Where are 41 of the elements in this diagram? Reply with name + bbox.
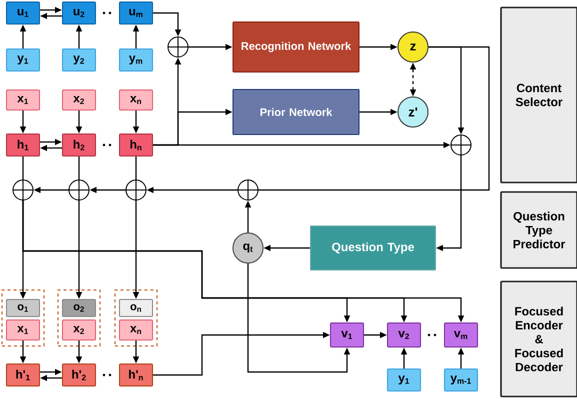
input-box: y$_{2}$ xyxy=(62,48,96,72)
network-box: Recognition Network xyxy=(232,22,360,72)
decoder-state-box: v$_{2}$ xyxy=(387,322,421,348)
hidden-state-box: u$_{m}$ xyxy=(119,2,153,24)
input-box: x$_{2}$ xyxy=(62,320,96,340)
sum-circle xyxy=(167,36,189,58)
hidden-state-box: h'$_{n}$ xyxy=(119,364,153,386)
input-box: y$_{1}$ xyxy=(6,48,40,72)
mask-box: o$_{1}$ xyxy=(6,299,40,317)
input-box: y$_{m}$ xyxy=(119,48,153,72)
dashed-group-box xyxy=(114,290,158,346)
question-type-box: Question Type xyxy=(310,226,436,270)
hidden-state-box: h'$_{2}$ xyxy=(62,364,96,386)
input-box: x$_{n}$ xyxy=(119,90,153,110)
dashed-group-box xyxy=(2,290,44,346)
input-box: y$_{m-1}$ xyxy=(444,368,478,392)
sum-circle xyxy=(125,179,147,201)
sum-circle xyxy=(450,134,472,156)
hidden-state-box: h'$_{1}$ xyxy=(6,364,40,386)
hidden-state-box: h$_{n}$ xyxy=(119,134,153,156)
input-box: x$_{1}$ xyxy=(6,320,40,340)
sum-circle xyxy=(12,179,34,201)
module-panel: Focused Encoder & Focused Decoder xyxy=(500,280,577,398)
module-panel: Question Type Predictor xyxy=(500,191,577,269)
dashed-group-box xyxy=(58,290,100,346)
hidden-state-box: h$_{2}$ xyxy=(62,134,96,156)
decoder-state-box: v$_{m}$ xyxy=(444,322,478,348)
sum-circle xyxy=(237,179,259,201)
input-box: y$_{1}$ xyxy=(387,368,421,392)
hidden-state-box: u$_{1}$ xyxy=(6,2,40,24)
input-box: x$_{2}$ xyxy=(62,90,96,110)
hidden-state-box: u$_{2}$ xyxy=(62,2,96,24)
input-box: x$_{1}$ xyxy=(6,90,40,110)
module-panel: Content Selector xyxy=(500,6,577,184)
mask-box: o$_{2}$ xyxy=(62,299,96,317)
input-box: x$_{n}$ xyxy=(119,320,153,340)
network-box: Prior Network xyxy=(232,89,360,135)
mask-box: o$_{n}$ xyxy=(119,299,153,317)
sum-circle xyxy=(68,179,90,201)
decoder-state-box: v$_{1}$ xyxy=(330,322,364,348)
hidden-state-box: h$_{1}$ xyxy=(6,134,40,156)
